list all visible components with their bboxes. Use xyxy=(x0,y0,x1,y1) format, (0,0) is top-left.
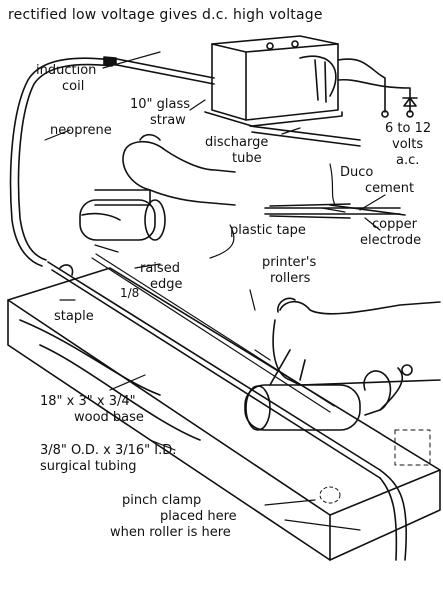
label-rollers: rollers xyxy=(270,271,311,286)
label-wood-base-size: 18" x 3" x 3/4" xyxy=(40,394,136,409)
electrode-detail xyxy=(264,203,406,219)
supply-wires xyxy=(337,58,418,118)
dashed-clamp xyxy=(319,486,341,504)
label-printers: printer's xyxy=(262,255,317,270)
label-raised: raised xyxy=(140,261,180,276)
pinch-clamp-detail xyxy=(363,364,413,416)
label-duco: Duco xyxy=(340,165,374,180)
label-wood-base: wood base xyxy=(74,410,144,425)
title: rectified low voltage gives d.c. high vo… xyxy=(8,7,323,23)
label-discharge: discharge xyxy=(205,135,269,150)
label-coil: coil xyxy=(62,79,85,94)
raised-edge-rail xyxy=(91,253,335,413)
label-tubing: surgical tubing xyxy=(40,459,137,474)
label-tube: tube xyxy=(232,151,262,166)
induction-coil-box xyxy=(204,35,343,127)
label-volts-1: 6 to 12 xyxy=(385,121,432,136)
label-edge: edge xyxy=(150,277,183,292)
label-tubing-size: 3/8" O.D. x 3/16" I.D. xyxy=(40,443,177,458)
upper-hand-roller xyxy=(79,133,236,241)
staple-mark xyxy=(59,264,74,276)
label-electrode: electrode xyxy=(360,233,422,248)
lower-hand-roller xyxy=(244,297,441,431)
label-glass-straw-1: 10" glass xyxy=(130,97,191,112)
label-pinch-clamp: pinch clamp xyxy=(122,493,202,508)
label-cement: cement xyxy=(365,181,415,196)
label-induction: induction xyxy=(36,63,97,78)
label-glass-straw-2: straw xyxy=(150,113,186,128)
glass-straw xyxy=(103,56,215,85)
label-when-roller: when roller is here xyxy=(110,525,231,540)
wood-base xyxy=(7,267,441,561)
label-plastic-tape: plastic tape xyxy=(230,223,306,238)
label-volts-2: volts xyxy=(392,137,424,152)
label-placed-here: placed here xyxy=(160,509,237,524)
label-edge-size: 1/8 xyxy=(120,286,140,300)
label-copper: copper xyxy=(372,217,417,232)
label-neoprene: neoprene xyxy=(50,123,112,138)
label-volts-3: a.c. xyxy=(396,153,420,168)
label-staple: staple xyxy=(54,309,94,324)
discharge-tube xyxy=(249,125,361,147)
neoprene-tube xyxy=(9,57,113,267)
surgical-tubing xyxy=(47,261,408,561)
